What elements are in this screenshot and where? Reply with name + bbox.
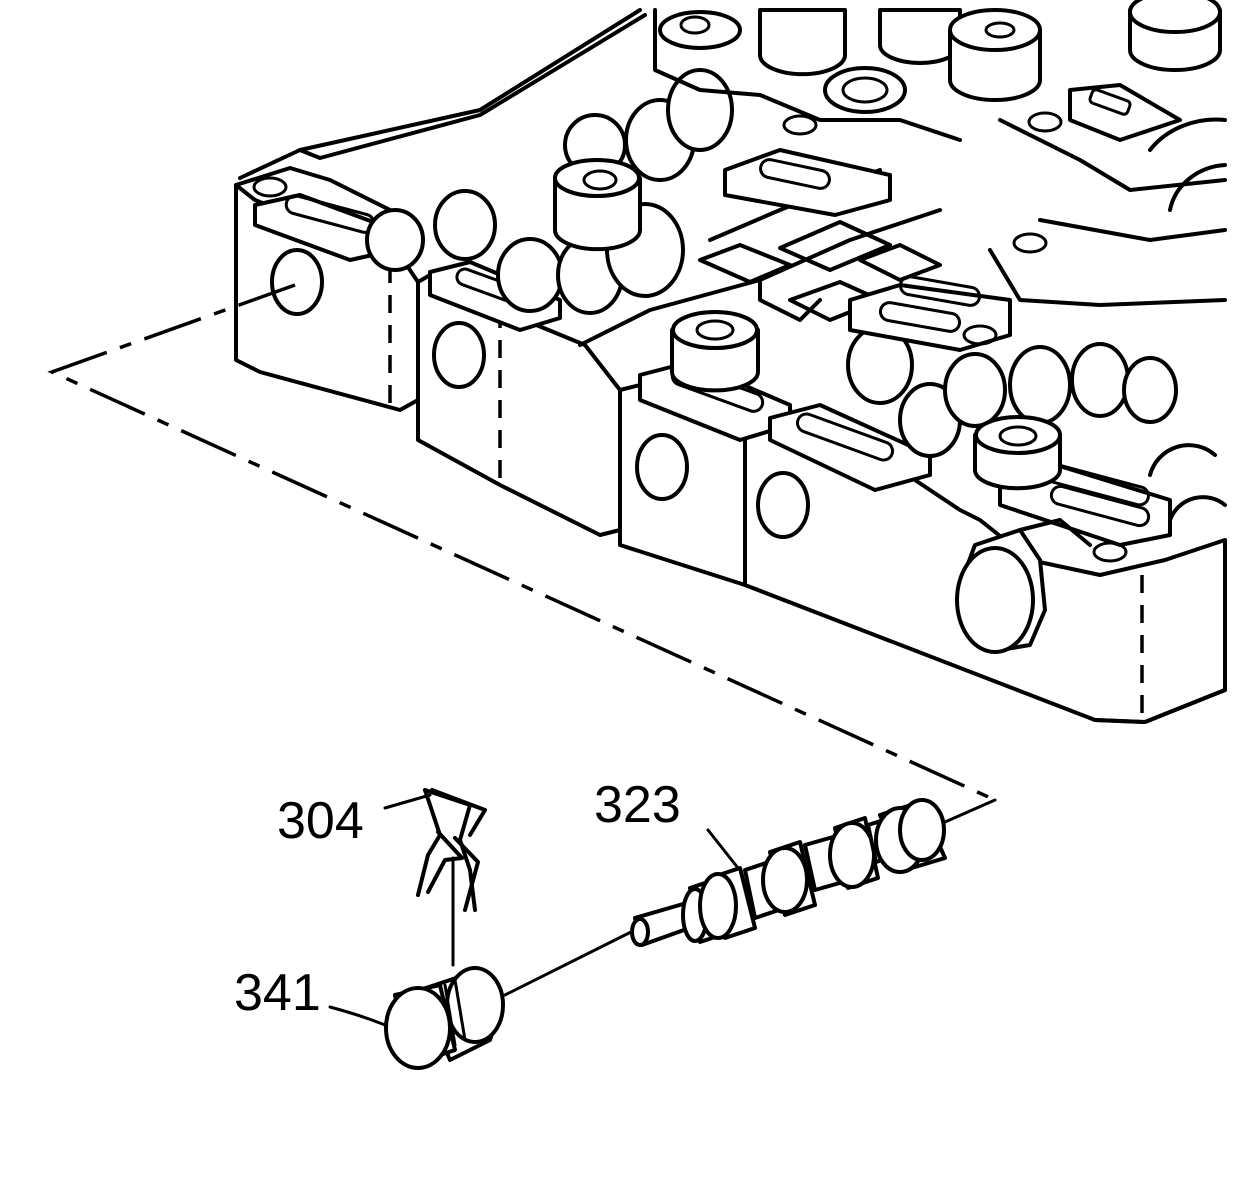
bore-plug-part [384, 966, 505, 1070]
callout-label-304: 304 [277, 792, 364, 850]
valve-bore-spools [365, 68, 1178, 458]
valve-bore-opening [955, 443, 1227, 654]
casting-ribs [578, 148, 1012, 352]
cylindrical-bosses [553, 158, 1062, 491]
callout-label-323: 323 [594, 776, 681, 834]
callout-leaders [328, 793, 740, 1027]
casting-upper-features [653, 0, 1227, 307]
callout-label-341: 341 [234, 964, 321, 1022]
valve-spool-part [630, 798, 947, 947]
valve-body-casting [234, 0, 1227, 724]
retainer-clip-part [416, 788, 487, 912]
assembly-leader-lines [47, 283, 997, 997]
